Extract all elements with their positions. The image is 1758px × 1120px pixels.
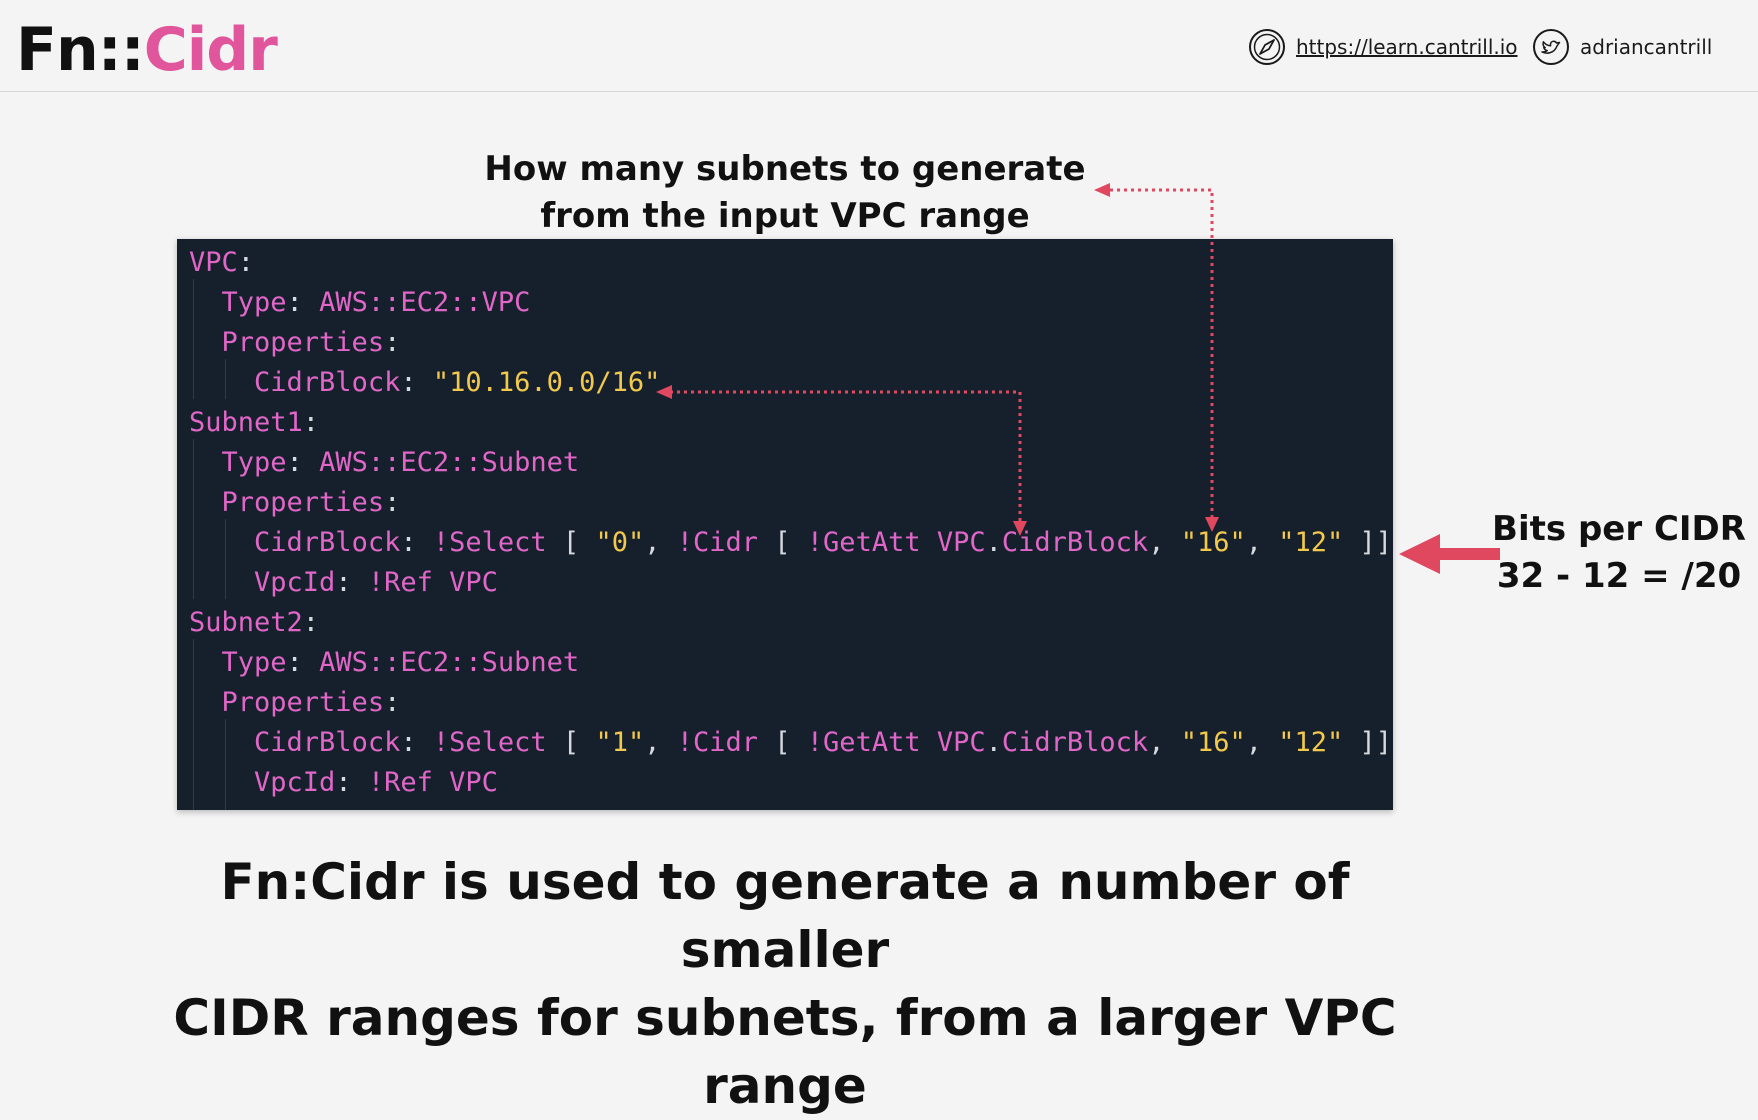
code-string: "12" — [1278, 527, 1344, 558]
code-string: "12" — [1278, 727, 1344, 758]
code-line: VpcId: !Ref VPC — [254, 767, 498, 798]
code-key: VpcId — [254, 567, 336, 598]
indent-guide — [225, 719, 226, 810]
arrowhead-down-icon — [1205, 517, 1219, 532]
code-value: AWS::EC2::Subnet — [319, 647, 580, 678]
bits-arrow — [1399, 534, 1500, 574]
subnet-count-callout: How many subnets to generate from the in… — [470, 146, 1100, 240]
code-key: Subnet1 — [189, 407, 303, 438]
twitter-label[interactable]: adriancantrill — [1580, 35, 1713, 59]
code-key: Type — [221, 447, 287, 478]
slide-header: Fn::Cidr https://learn.cantrill.io adria… — [0, 0, 1758, 92]
code-string: "0" — [595, 527, 645, 558]
arrowhead-down-icon — [1013, 521, 1027, 536]
title-suffix: Cidr — [143, 15, 278, 85]
subnet-count-line2: from the input VPC range — [540, 196, 1030, 236]
code-key: Type — [221, 647, 287, 678]
subnet-count-arrow — [1110, 188, 1214, 518]
indent-guide — [193, 439, 194, 599]
code-key: CidrBlock — [254, 727, 401, 758]
code-string: "10.16.0.0/16" — [432, 367, 661, 398]
code-value: CidrBlock — [1001, 527, 1149, 558]
subnet-count-line1: How many subnets to generate — [484, 149, 1086, 189]
code-block: VPC: Type: AWS::EC2::VPC Properties: Cid… — [177, 239, 1393, 810]
code-tag: !GetAtt VPC — [806, 727, 986, 758]
code-line: VpcId: !Ref VPC — [254, 567, 498, 598]
twitter-bird-icon — [1533, 29, 1569, 65]
code-key: CidrBlock — [254, 367, 401, 398]
code-string: "16" — [1180, 527, 1246, 558]
code-string: "1" — [595, 727, 645, 758]
code-line: CidrBlock: !Select [ "0", !Cidr [ !GetAt… — [254, 527, 1393, 558]
code-tag: !Select — [432, 727, 547, 758]
arrowhead-left-icon — [656, 385, 672, 399]
website-link[interactable]: https://learn.cantrill.io — [1248, 28, 1518, 66]
summary-line2: CIDR ranges for subnets, from a larger V… — [173, 989, 1397, 1115]
arrowhead-left-icon — [1094, 183, 1110, 197]
compass-icon — [1249, 29, 1285, 65]
code-key: VPC — [189, 247, 238, 278]
indent-guide — [225, 359, 226, 399]
vpc-cidr-link-arrow — [670, 390, 1022, 522]
twitter-link[interactable]: adriancantrill — [1532, 28, 1712, 66]
code-value: AWS::EC2::Subnet — [319, 447, 580, 478]
code-line: Type: AWS::EC2::Subnet — [221, 647, 580, 678]
code-value: !Ref VPC — [367, 767, 498, 798]
summary-line1: Fn:Cidr is used to generate a number of … — [220, 853, 1350, 979]
code-line: Subnet2: — [189, 607, 320, 638]
code-key: Properties — [221, 327, 385, 358]
bits-line2: 32 - 12 = /20 — [1496, 556, 1742, 596]
code-key: Properties — [221, 687, 385, 718]
indent-guide — [225, 519, 226, 599]
code-line: Type: AWS::EC2::VPC — [221, 287, 531, 318]
code-line: Properties: — [221, 487, 401, 518]
indent-guide — [193, 639, 194, 810]
code-line: VPC: — [189, 247, 255, 278]
code-tag: !Cidr — [676, 527, 759, 558]
bits-callout: Bits per CIDR 32 - 12 = /20 — [1484, 506, 1754, 600]
code-line: Properties: — [221, 687, 401, 718]
code-tag: !Cidr — [676, 727, 759, 758]
website-label[interactable]: https://learn.cantrill.io — [1296, 35, 1518, 59]
code-value: CidrBlock — [1001, 727, 1149, 758]
code-line: CidrBlock: "10.16.0.0/16" — [254, 367, 661, 398]
bits-line1: Bits per CIDR — [1492, 509, 1746, 549]
code-key: Type — [221, 287, 287, 318]
summary-text: Fn:Cidr is used to generate a number of … — [150, 848, 1420, 1120]
code-key: Properties — [221, 487, 385, 518]
code-key: CidrBlock — [254, 527, 401, 558]
code-key: VpcId — [254, 767, 336, 798]
indent-guide — [193, 279, 194, 399]
code-key: Subnet2 — [189, 607, 303, 638]
code-line: CidrBlock: !Select [ "1", !Cidr [ !GetAt… — [254, 727, 1393, 758]
code-line: Subnet1: — [189, 407, 320, 438]
code-value: AWS::EC2::VPC — [319, 287, 531, 318]
code-string: "16" — [1180, 727, 1246, 758]
title-prefix: Fn:: — [16, 15, 145, 85]
code-line: Type: AWS::EC2::Subnet — [221, 447, 580, 478]
page-title: Fn::Cidr — [16, 12, 278, 88]
code-tag: !Select — [432, 527, 547, 558]
annotation-arrows — [656, 183, 1500, 574]
code-line: Properties: — [221, 327, 401, 358]
code-value: !Ref VPC — [367, 567, 498, 598]
code-tag: !GetAtt VPC — [806, 527, 986, 558]
